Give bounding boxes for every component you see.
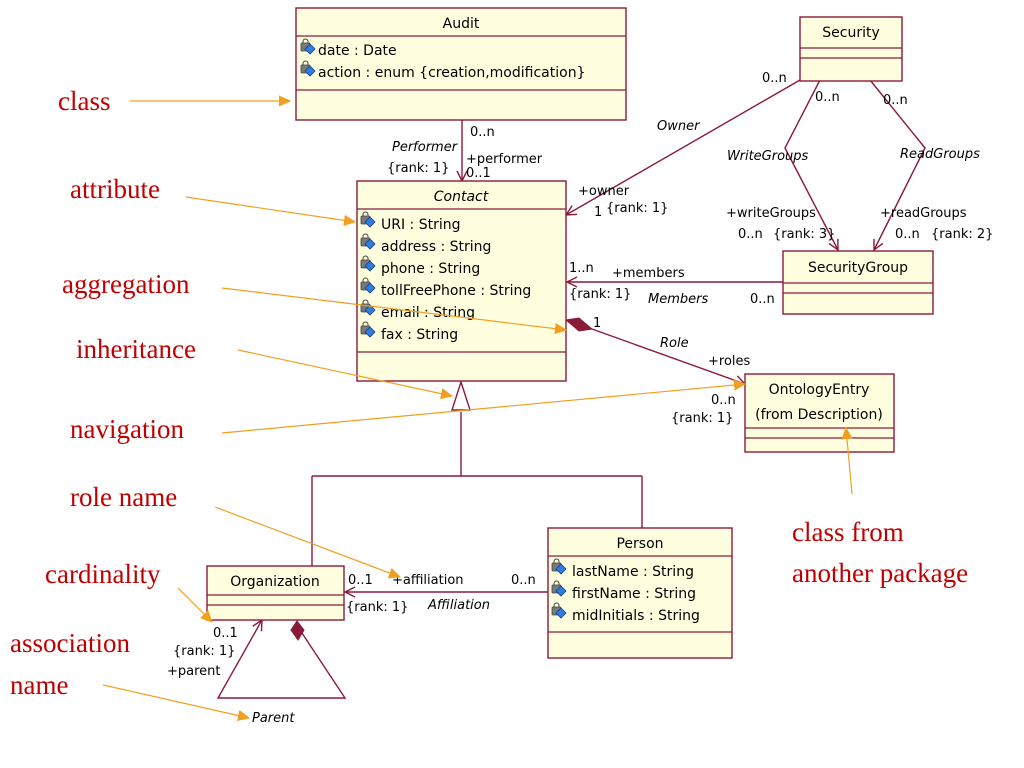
class-organization-name: Organization xyxy=(230,574,320,590)
class-contact-name: Contact xyxy=(434,189,489,205)
writegroups-mult-dst: 0..n xyxy=(738,227,763,242)
contact-attribute: address : String xyxy=(381,239,491,255)
owner-role: +owner xyxy=(578,184,630,199)
role-name-callout-arrow xyxy=(214,506,400,577)
person-attribute: firstName : String xyxy=(572,586,696,602)
association-lines xyxy=(216,79,926,699)
annotation-inheritance: inheritance xyxy=(76,334,196,364)
aggregation-diamond xyxy=(564,317,594,332)
class-ontologyentry-name: OntologyEntry xyxy=(769,382,870,398)
contact-attribute: URI : String xyxy=(381,217,461,233)
readgroups-rank: {rank: 2} xyxy=(931,227,993,242)
class-contact[interactable]: Contact URI : String address : String ph… xyxy=(356,180,567,382)
contact-attribute: fax : String xyxy=(381,327,458,343)
members-role: +members xyxy=(612,266,685,281)
writegroups-mult-src: 0..n xyxy=(815,90,840,105)
class-ontologyentry[interactable]: OntologyEntry (from Description) xyxy=(744,373,895,453)
annotation-navigation: navigation xyxy=(70,414,184,444)
class-securitygroup[interactable]: SecurityGroup xyxy=(782,250,934,315)
writegroups-rank: {rank: 3} xyxy=(773,227,835,242)
owner-association-line xyxy=(566,79,801,215)
contact-attribute: phone : String xyxy=(381,261,480,277)
class-ontologyentry-stereotype: (from Description) xyxy=(755,407,883,423)
class-security-name: Security xyxy=(822,25,880,41)
aggregation-callout-arrow xyxy=(221,287,566,330)
members-mult-contact: 1..n xyxy=(569,261,594,276)
affiliation-role: +affiliation xyxy=(392,573,464,588)
annotation-attribute: attribute xyxy=(70,174,160,204)
class-audit-name: Audit xyxy=(443,16,480,32)
inheritance-triangle xyxy=(451,379,471,411)
class-organization[interactable]: Organization xyxy=(206,565,345,621)
members-rank: {rank: 1} xyxy=(569,287,631,302)
role-role: +roles xyxy=(708,354,751,369)
role-name: Role xyxy=(660,336,689,351)
annotation-aggregation: aggregation xyxy=(62,269,190,299)
audit-attribute: date : Date xyxy=(318,43,397,59)
readgroups-association-line xyxy=(869,79,926,250)
contact-attribute: tollFreePhone : String xyxy=(381,283,531,299)
affiliation-name: Affiliation xyxy=(427,598,490,613)
annotation-cardinality: cardinality xyxy=(45,559,161,589)
annotation-class-from-1: class from xyxy=(792,517,904,547)
readgroups-name: ReadGroups xyxy=(900,147,980,162)
performer-mult-top: 0..n xyxy=(470,125,495,140)
audit-attribute: action : enum {creation,modification} xyxy=(318,65,585,81)
role-association-line xyxy=(591,328,745,384)
role-rank: {rank: 1} xyxy=(671,411,733,426)
writegroups-name: WriteGroups xyxy=(727,149,809,164)
owner-mult-src: 0..n xyxy=(762,71,787,86)
class-from-package-callout-arrow xyxy=(846,428,852,495)
parent-mult: 0..1 xyxy=(213,626,238,641)
person-attribute: lastName : String xyxy=(572,564,694,580)
annotation-role-name: role name xyxy=(70,482,177,512)
annotation-labels: class attribute aggregation inheritance … xyxy=(10,86,968,700)
members-name: Members xyxy=(648,292,708,307)
parent-aggregation-diamond xyxy=(290,620,305,641)
readgroups-mult-src: 0..n xyxy=(883,93,908,108)
annotation-association-name-1: association xyxy=(10,628,130,658)
annotation-arrows xyxy=(102,101,852,718)
affiliation-mult-org: 0..1 xyxy=(348,573,373,588)
performer-name: Performer xyxy=(392,140,459,155)
owner-rank: {rank: 1} xyxy=(606,201,668,216)
role-mult-src: 1 xyxy=(593,316,601,331)
parent-rank: {rank: 1} xyxy=(173,644,235,659)
navigation-callout-arrow xyxy=(221,384,745,434)
readgroups-mult-dst: 0..n xyxy=(895,227,920,242)
owner-mult-dst: 1 xyxy=(594,205,602,220)
person-attribute: midInitials : String xyxy=(572,608,700,624)
affiliation-rank: {rank: 1} xyxy=(346,600,408,615)
class-securitygroup-name: SecurityGroup xyxy=(808,260,908,276)
parent-role: +parent xyxy=(167,664,221,679)
role-mult-dst: 0..n xyxy=(711,393,736,408)
performer-role: +performer xyxy=(466,152,543,167)
writegroups-association-line xyxy=(784,79,838,250)
class-audit[interactable]: Audit date : Date action : enum {creatio… xyxy=(295,7,627,121)
members-mult-group: 0..n xyxy=(750,292,775,307)
class-person-name: Person xyxy=(616,536,663,552)
inheritance-callout-arrow xyxy=(237,349,452,396)
attribute-callout-arrow xyxy=(185,196,355,222)
performer-mult-bottom: 0..1 xyxy=(466,166,491,181)
association-labels: 0..n Performer +performer {rank: 1} 0..1… xyxy=(167,71,993,726)
class-security[interactable]: Security xyxy=(799,16,903,82)
owner-name: Owner xyxy=(657,119,701,134)
cardinality-callout-arrow xyxy=(177,587,212,622)
affiliation-mult-person: 0..n xyxy=(511,573,536,588)
annotation-class: class xyxy=(58,86,110,116)
class-person[interactable]: Person lastName : String firstName : Str… xyxy=(547,527,733,659)
readgroups-role: +readGroups xyxy=(880,206,967,221)
parent-association-line xyxy=(216,620,347,699)
association-name-callout-arrow xyxy=(102,684,249,718)
writegroups-role: +writeGroups xyxy=(726,206,816,221)
parent-name: Parent xyxy=(252,711,295,726)
annotation-association-name-2: name xyxy=(10,670,68,700)
annotation-class-from-2: another package xyxy=(792,558,968,588)
performer-rank: {rank: 1} xyxy=(387,161,449,176)
